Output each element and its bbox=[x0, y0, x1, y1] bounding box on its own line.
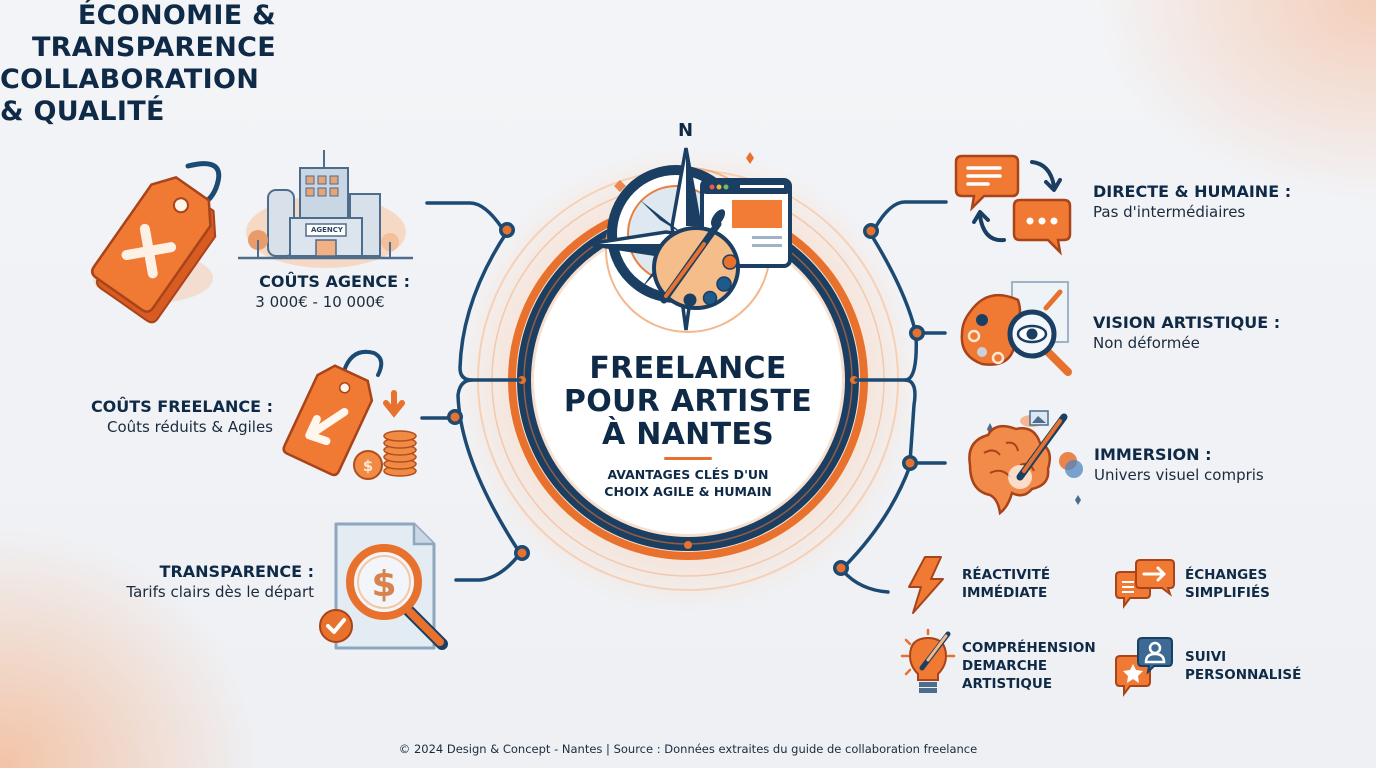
svg-text:$: $ bbox=[371, 564, 396, 605]
mini-item-understanding: COMPRÉHENSION DEMARCHE ARTISTIQUE bbox=[962, 640, 1096, 692]
document-magnifier-icon: $ bbox=[319, 522, 448, 650]
left-item-transparency: TRANSPARENCE : Tarifs clairs dès le dépa… bbox=[126, 562, 314, 601]
discount-tag-icon: $ bbox=[282, 349, 417, 480]
center-divider bbox=[664, 457, 712, 460]
mini-item-exchanges: ÉCHANGES SIMPLIFIÉS bbox=[1185, 567, 1270, 601]
lightbulb-brush-icon bbox=[900, 628, 956, 693]
right-connector-nodes bbox=[833, 223, 925, 576]
footer-credit: © 2024 Design & Concept - Nantes | Sourc… bbox=[398, 742, 978, 756]
brain-brush-icon bbox=[968, 410, 1083, 516]
left-connector-nodes bbox=[447, 222, 530, 561]
mini-item-personalized-follow-up: SUIVI PERSONNALISÉ bbox=[1185, 649, 1302, 683]
agency-building-icon bbox=[238, 150, 413, 268]
right-item-direct-human: DIRECTE & HUMAINE : Pas d'intermédiaires bbox=[1093, 182, 1292, 221]
chat-arrow-icon bbox=[1115, 559, 1175, 609]
center-title: FREELANCE POUR ARTISTE À NANTES bbox=[563, 351, 813, 452]
svg-text:$: $ bbox=[363, 457, 373, 475]
right-connectors bbox=[841, 200, 948, 594]
lightning-icon bbox=[908, 556, 944, 614]
compass-north-label: N bbox=[678, 120, 694, 141]
user-star-chat-icon bbox=[1115, 637, 1173, 697]
medallion-center bbox=[534, 226, 842, 534]
chat-exchange-icon bbox=[954, 154, 1072, 256]
crossed-price-tag-icon bbox=[90, 161, 222, 324]
left-item-freelance-costs: COÛTS FREELANCE : Coûts réduits & Agiles bbox=[90, 397, 273, 436]
palette-eye-icon bbox=[960, 281, 1072, 376]
left-item-agency-costs: COÛTS AGENCE : 3 000€ - 10 000€ bbox=[255, 272, 410, 311]
agency-sign-label: AGENCY bbox=[310, 226, 343, 234]
center-subtitle: AVANTAGES CLÉS D'UN CHOIX AGILE & HUMAIN bbox=[604, 467, 772, 499]
right-item-immersion: IMMERSION : Univers visuel compris bbox=[1094, 445, 1264, 484]
paint-palette-icon bbox=[652, 209, 740, 310]
right-item-artistic-vision: VISION ARTISTIQUE : Non déformée bbox=[1093, 313, 1281, 352]
mini-item-reactivity: RÉACTIVITÉ IMMÉDIATE bbox=[962, 567, 1051, 601]
section-heading-collaboration: COLLABORATION & QUALITÉ bbox=[0, 64, 260, 127]
section-heading-economie: ÉCONOMIE & TRANSPARENCE bbox=[31, 0, 276, 63]
